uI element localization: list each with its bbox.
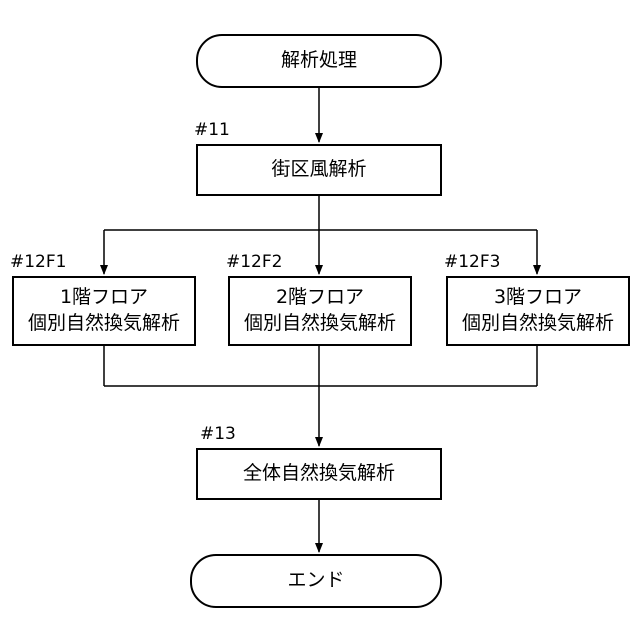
floor-2-title: 2階フロア — [276, 285, 364, 311]
step-label-floor-1: #12F1 — [10, 252, 66, 272]
step-label-overall: #13 — [200, 424, 236, 444]
end-node: エンド — [190, 554, 442, 608]
floor-3-title: 3階フロア — [494, 285, 582, 311]
floor-2-subtitle: 個別自然換気解析 — [244, 311, 396, 337]
step-label-street-wind: #11 — [194, 120, 230, 140]
end-node-label: エンド — [287, 568, 344, 594]
overall-ventilation-analysis-node: 全体自然換気解析 — [196, 448, 442, 500]
street-wind-analysis-label: 街区風解析 — [271, 157, 366, 183]
floor-3-analysis-node: 3階フロア 個別自然換気解析 — [446, 276, 630, 346]
floor-1-analysis-node: 1階フロア 個別自然換気解析 — [12, 276, 196, 346]
overall-ventilation-analysis-label: 全体自然換気解析 — [243, 461, 395, 487]
start-node-label: 解析処理 — [281, 48, 357, 74]
floor-1-title: 1階フロア — [60, 285, 148, 311]
step-label-floor-2: #12F2 — [226, 252, 282, 272]
start-node: 解析処理 — [196, 34, 442, 88]
step-label-floor-3: #12F3 — [444, 252, 500, 272]
floor-3-subtitle: 個別自然換気解析 — [462, 311, 614, 337]
floor-1-subtitle: 個別自然換気解析 — [28, 311, 180, 337]
floor-2-analysis-node: 2階フロア 個別自然換気解析 — [228, 276, 412, 346]
street-wind-analysis-node: 街区風解析 — [196, 144, 442, 196]
